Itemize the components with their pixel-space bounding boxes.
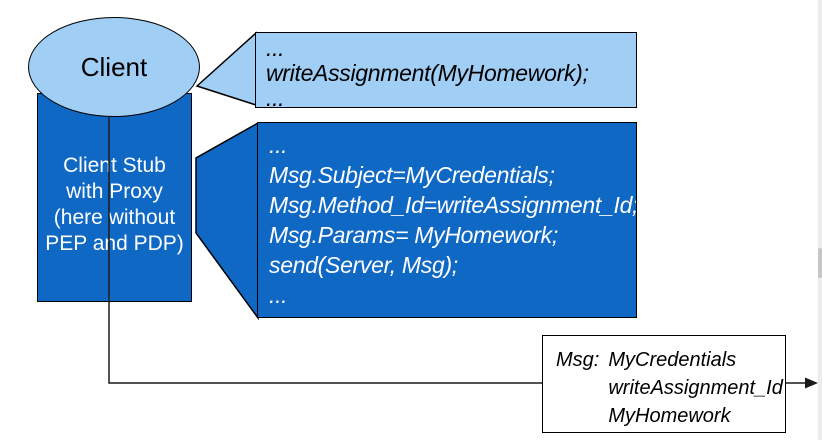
scrollbar-thumb[interactable] <box>818 248 822 278</box>
message-arrowhead-icon <box>805 377 818 389</box>
client-stub-label-line: PEP and PDP) <box>45 231 184 255</box>
client-code-callout: ... writeAssignment(MyHomework); ... <box>255 32 637 108</box>
message-box-values: MyCredentials writeAssignment_Id MyHomew… <box>608 346 783 430</box>
message-box: Msg: MyCredentials writeAssignment_Id My… <box>542 335 786 433</box>
client-label: Client <box>80 51 148 82</box>
message-value: MyCredentials <box>608 349 737 371</box>
stub-code-line: Msg.Method_Id=writeAssignment_Id; <box>269 192 637 218</box>
client-code-callout-tail <box>195 31 257 107</box>
message-box-label: Msg: <box>556 349 600 371</box>
stub-code-line: send(Server, Msg); <box>269 252 458 278</box>
stub-code-line: Msg.Subject=MyCredentials; <box>269 162 555 188</box>
stub-code-line: ... <box>269 282 288 308</box>
scrollbar-track[interactable] <box>818 0 822 440</box>
stub-code-line: Msg.Params= MyHomework; <box>269 222 558 248</box>
stub-code-callout-tail <box>195 121 259 321</box>
client-stub-label-line: with Proxy <box>66 179 163 203</box>
client-code-line: ... <box>266 85 285 108</box>
client-code-line: writeAssignment(MyHomework); <box>266 60 589 86</box>
message-value: MyHomework <box>608 405 731 427</box>
message-value: writeAssignment_Id <box>608 377 783 399</box>
stub-code-line: ... <box>269 132 288 158</box>
client-ellipse: Client <box>28 17 200 117</box>
client-stub-label-line: Client Stub <box>63 153 166 177</box>
client-stub-box: Client Stub with Proxy (here without PEP… <box>37 93 192 302</box>
stub-code-callout: ... Msg.Subject=MyCredentials; Msg.Metho… <box>257 122 637 318</box>
client-code-line: ... <box>266 35 285 61</box>
client-stub-label: Client Stub with Proxy (here without PEP… <box>45 153 184 257</box>
client-stub-label-line: (here without <box>53 205 176 229</box>
